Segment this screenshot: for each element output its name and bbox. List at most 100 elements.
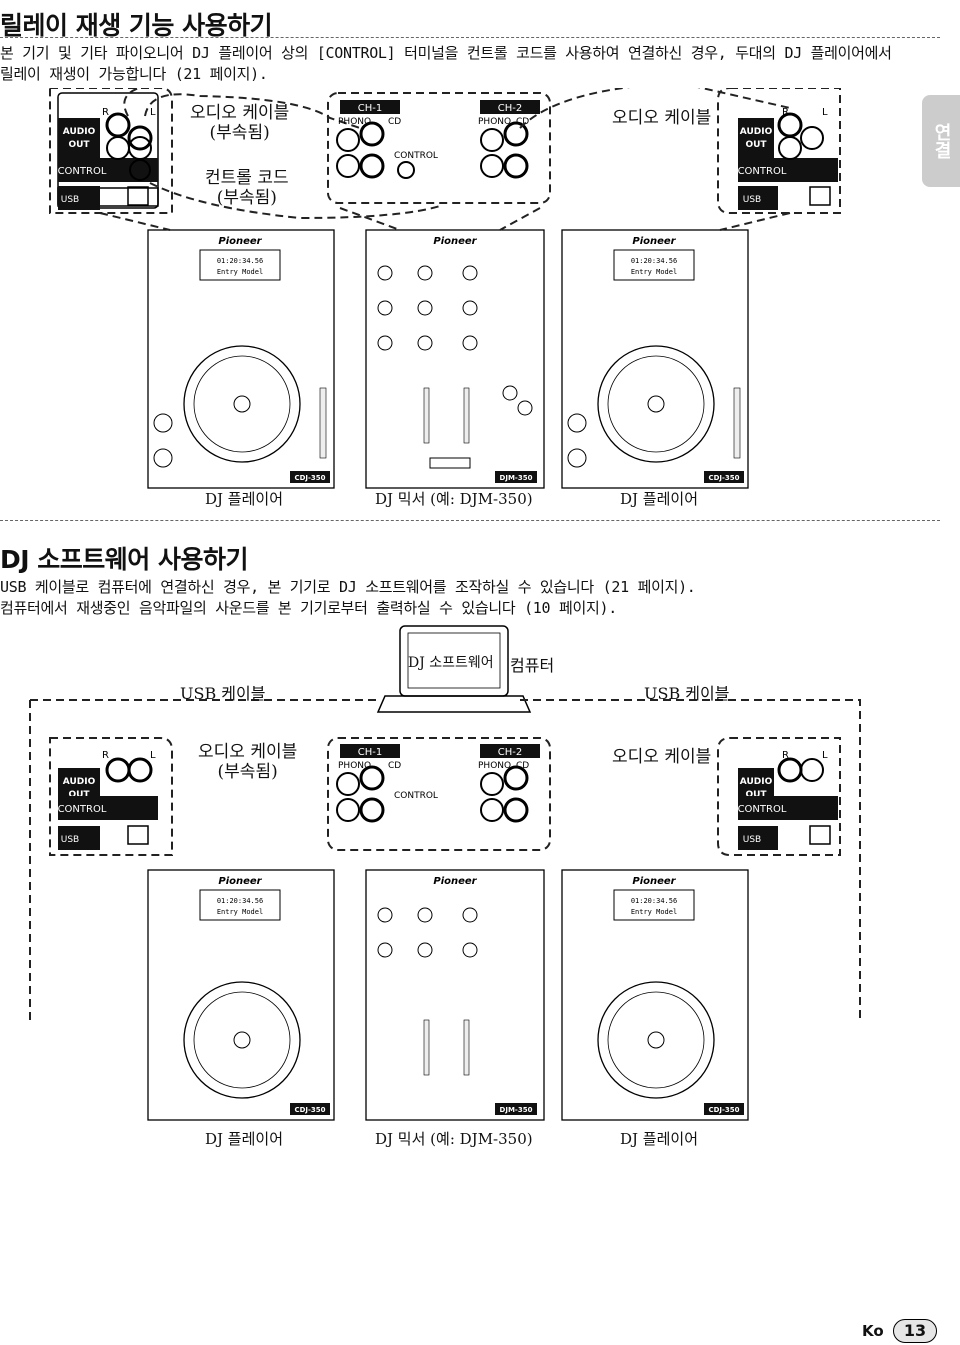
model-player-right: CDJ-350 — [708, 474, 739, 482]
brand-player-right-2: Pioneer — [632, 876, 676, 887]
usb-label-left-2: USB — [61, 835, 79, 845]
brand-mixer-2: Pioneer — [433, 876, 477, 887]
control-cord-line1: 컨트롤 코드 — [205, 168, 289, 188]
time-right-2: 01:20:34.56 — [631, 897, 677, 905]
left-rear-panel-2: AUDIO OUT CONTROL USB R L — [49, 737, 173, 856]
time-left-2: 01:20:34.56 — [217, 897, 263, 905]
left-rear-panel: AUDIO OUT CONTROL USB R L — [57, 92, 159, 210]
r-label-left-2: R — [102, 750, 109, 761]
caption-dj-player-left-1: DJ 플레이어 — [205, 490, 284, 508]
ch1-label: CH-1 — [358, 103, 382, 114]
control-cord-line2: (부속됨) — [216, 188, 277, 208]
ch2-label: CH-2 — [498, 103, 522, 114]
l-label-left: L — [150, 107, 156, 118]
player-right-2: Pioneer 01:20:34.56 Entry Model CDJ-350 — [561, 869, 749, 1121]
caption-dj-player-left-2: DJ 플레이어 — [205, 1130, 284, 1148]
audio-out-label-2-1: AUDIO — [63, 777, 96, 787]
display-left: Entry Model — [217, 268, 263, 276]
mixer: Pioneer DJM-350 — [365, 229, 545, 489]
usb-cable-label-left: USB 케이블 — [180, 684, 266, 703]
ch2-label-2: CH-2 — [498, 747, 522, 758]
player-left-2: Pioneer 01:20:34.56 Entry Model CDJ-350 — [147, 869, 335, 1121]
l-label-right-2: L — [822, 750, 828, 761]
phono-label-4: PHONO — [478, 761, 511, 771]
mixer-2: Pioneer DJM-350 — [365, 869, 545, 1121]
audio-out-label-r2: OUT — [745, 140, 767, 150]
relay-paragraph: 본 기기 및 기타 파이오니어 DJ 플레이어 상의 [CONTROL] 터미널… — [0, 44, 892, 83]
side-tab: 연결 — [922, 95, 960, 187]
usb-label-left: USB — [61, 195, 79, 205]
audio-out-label-r1: AUDIO — [740, 127, 773, 137]
relay-diagram: AUDIO OUT CONTROL USB R L CH-1 CH-2 — [49, 88, 841, 489]
software-paragraph-line2: 컴퓨터에서 재생중인 음악파일의 사운드를 본 기기로부터 출력하실 수 있습니… — [0, 599, 617, 617]
section-title-software: DJ 소프트웨어 사용하기 — [0, 545, 248, 574]
brand-player-left-2: Pioneer — [218, 876, 262, 887]
side-tab-label: 연결 — [931, 123, 952, 159]
player-left: Pioneer 01:20:34.56 Entry Model CDJ-350 — [147, 229, 335, 489]
footer-page-number: 13 — [893, 1319, 937, 1343]
cd-label-1: CD — [388, 117, 401, 127]
control-label-mixer: CONTROL — [394, 151, 438, 161]
r-label-left: R — [102, 107, 109, 118]
usb-label-right-2: USB — [743, 835, 761, 845]
caption-dj-mixer-1: DJ 믹서 (예: DJM-350) — [375, 490, 533, 508]
display-right-2: Entry Model — [631, 908, 677, 916]
r-label-right-2: R — [782, 750, 789, 761]
time-left: 01:20:34.56 — [217, 257, 263, 265]
audio-cable-left-line1: 오디오 케이블 — [190, 103, 290, 123]
control-label-right: CONTROL — [738, 166, 787, 177]
cd-label-2: CD — [516, 117, 529, 127]
control-label-left-2: CONTROL — [58, 804, 107, 815]
control-label-right-2: CONTROL — [738, 804, 787, 815]
audio-out-label-1: AUDIO — [63, 127, 96, 137]
model-mixer-2: DJM-350 — [500, 1106, 533, 1114]
audio-out-label-2-2: OUT — [68, 790, 90, 800]
r-label-right: R — [782, 107, 789, 118]
heading-rule — [0, 37, 940, 38]
diagram1-graphics: AUDIO OUT CONTROL USB R L CH-1 CH-2 — [49, 88, 841, 489]
display-left-2: Entry Model — [217, 908, 263, 916]
model-player-left-2: CDJ-350 — [294, 1106, 325, 1114]
audio-out-label-2-r2: OUT — [745, 790, 767, 800]
player-right: Pioneer 01:20:34.56 Entry Model CDJ-350 — [561, 229, 749, 489]
l-label-right: L — [822, 107, 828, 118]
time-right: 01:20:34.56 — [631, 257, 677, 265]
audio-cable-left-line2: (부속됨) — [209, 123, 270, 143]
audio-out-label-2-r1: AUDIO — [740, 777, 773, 787]
audio-cable-left-2-line1: 오디오 케이블 — [198, 742, 298, 762]
model-player-right-2: CDJ-350 — [708, 1106, 739, 1114]
audio-cable-label-left-2: 오디오 케이블 (부속됨) — [198, 742, 297, 782]
ch1-label-2: CH-1 — [358, 747, 382, 758]
laptop-graphic — [376, 625, 532, 713]
right-rear-panel-2: AUDIO OUT CONTROL USB R L — [717, 737, 841, 856]
mixer-rear-panel: CH-1 CH-2 PHONO CD PHONO CD CONTROL — [327, 92, 551, 204]
software-diagram: AUDIO OUT CONTROL USB R L CH-1 CH-2 PHON… — [29, 625, 861, 1121]
cd-label-4: CD — [516, 761, 529, 771]
mixer-rear-panel-2: CH-1 CH-2 PHONO CD PHONO CD CONTROL — [327, 737, 551, 851]
brand-player-right: Pioneer — [632, 236, 676, 247]
audio-out-label-2: OUT — [68, 140, 90, 150]
audio-cable-label-right-2: 오디오 케이블 — [612, 747, 712, 767]
computer-label: 컴퓨터 — [510, 656, 555, 675]
audio-cable-label-left: 오디오 케이블 (부속됨) — [190, 103, 289, 143]
phono-label-1: PHONO — [338, 117, 371, 127]
usb-label-right: USB — [743, 195, 761, 205]
audio-cable-left-2-line2: (부속됨) — [217, 762, 278, 782]
control-label-mixer-2: CONTROL — [394, 791, 438, 801]
display-right: Entry Model — [631, 268, 677, 276]
footer-language: Ko — [862, 1322, 884, 1340]
caption-dj-player-right-2: DJ 플레이어 — [620, 1130, 699, 1148]
audio-cable-label-right: 오디오 케이블 — [612, 108, 712, 128]
usb-cable-label-right: USB 케이블 — [644, 684, 730, 703]
brand-mixer: Pioneer — [433, 236, 477, 247]
brand-player-left: Pioneer — [218, 236, 262, 247]
phono-label-2: PHONO — [478, 117, 511, 127]
caption-dj-player-right-1: DJ 플레이어 — [620, 490, 699, 508]
section-title-relay: 릴레이 재생 기능 사용하기 — [0, 11, 273, 40]
model-player-left: CDJ-350 — [294, 474, 325, 482]
dj-software-label: DJ 소프트웨어 — [408, 655, 494, 671]
phono-label-3: PHONO — [338, 761, 371, 771]
control-label-left: CONTROL — [58, 166, 107, 177]
cd-label-3: CD — [388, 761, 401, 771]
right-rear-panel: AUDIO OUT CONTROL USB R L — [717, 88, 841, 214]
